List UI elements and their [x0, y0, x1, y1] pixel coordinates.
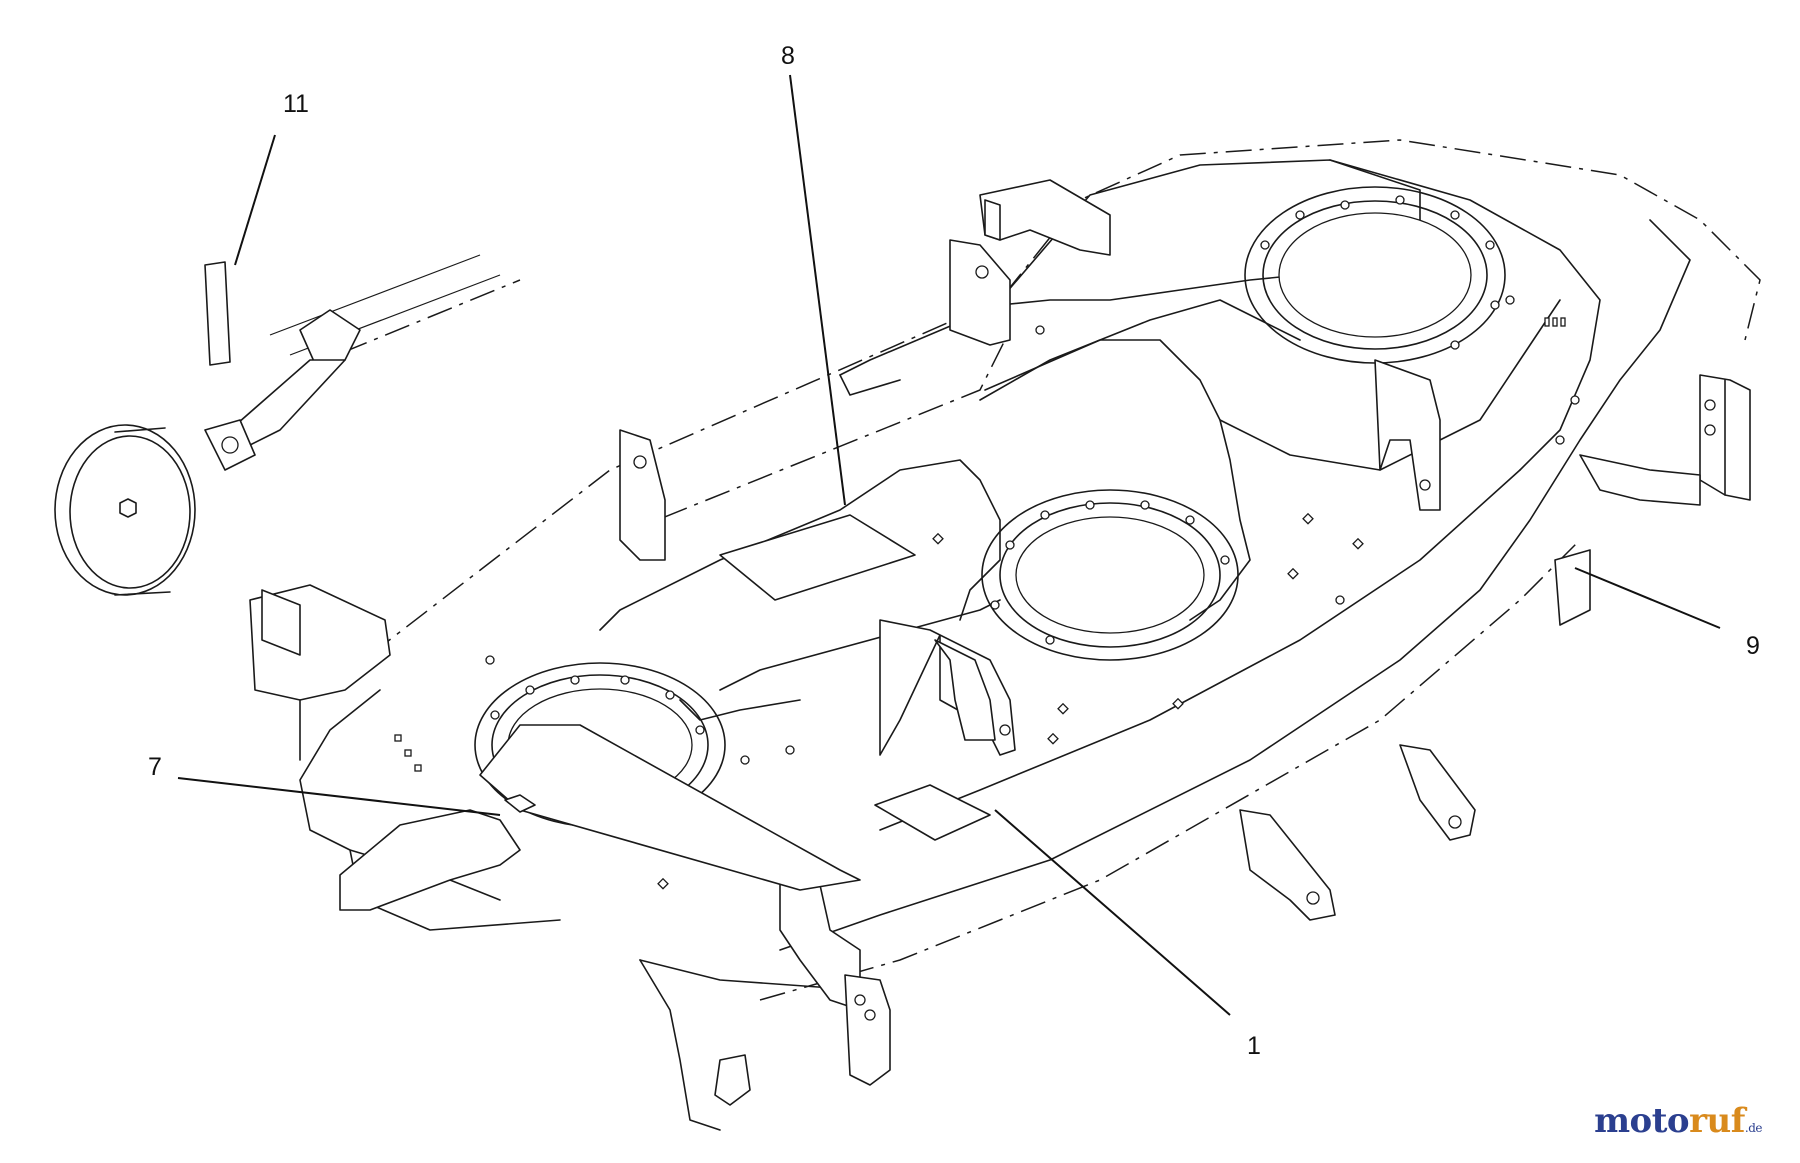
watermark-part-a: moto — [1594, 1101, 1690, 1141]
deck-interior — [599, 159, 1561, 721]
deck-brackets — [249, 179, 1751, 1106]
callout-11: 11 — [283, 90, 309, 118]
decal-item-9 — [1554, 549, 1591, 626]
callout-9: 9 — [1746, 632, 1760, 660]
callout-7: 7 — [148, 753, 162, 781]
gauge-wheel-assembly — [54, 254, 521, 596]
callout-leaders — [177, 74, 1721, 1016]
decal-item-7 — [504, 794, 536, 813]
decal-item-1 — [874, 784, 991, 841]
watermark-tld: .de — [1744, 1121, 1763, 1135]
callout-8: 8 — [781, 42, 795, 70]
deck-outline — [299, 139, 1761, 1131]
decal-item-11 — [204, 261, 231, 366]
watermark-part-b: ruf — [1689, 1101, 1745, 1141]
motoruf-watermark-logo: motoruf.de — [1594, 1101, 1762, 1141]
callout-labels: 8 11 9 7 1 — [148, 42, 1760, 1060]
callout-1: 1 — [1247, 1032, 1261, 1060]
decals — [204, 261, 1591, 841]
decal-item-8 — [719, 514, 916, 601]
